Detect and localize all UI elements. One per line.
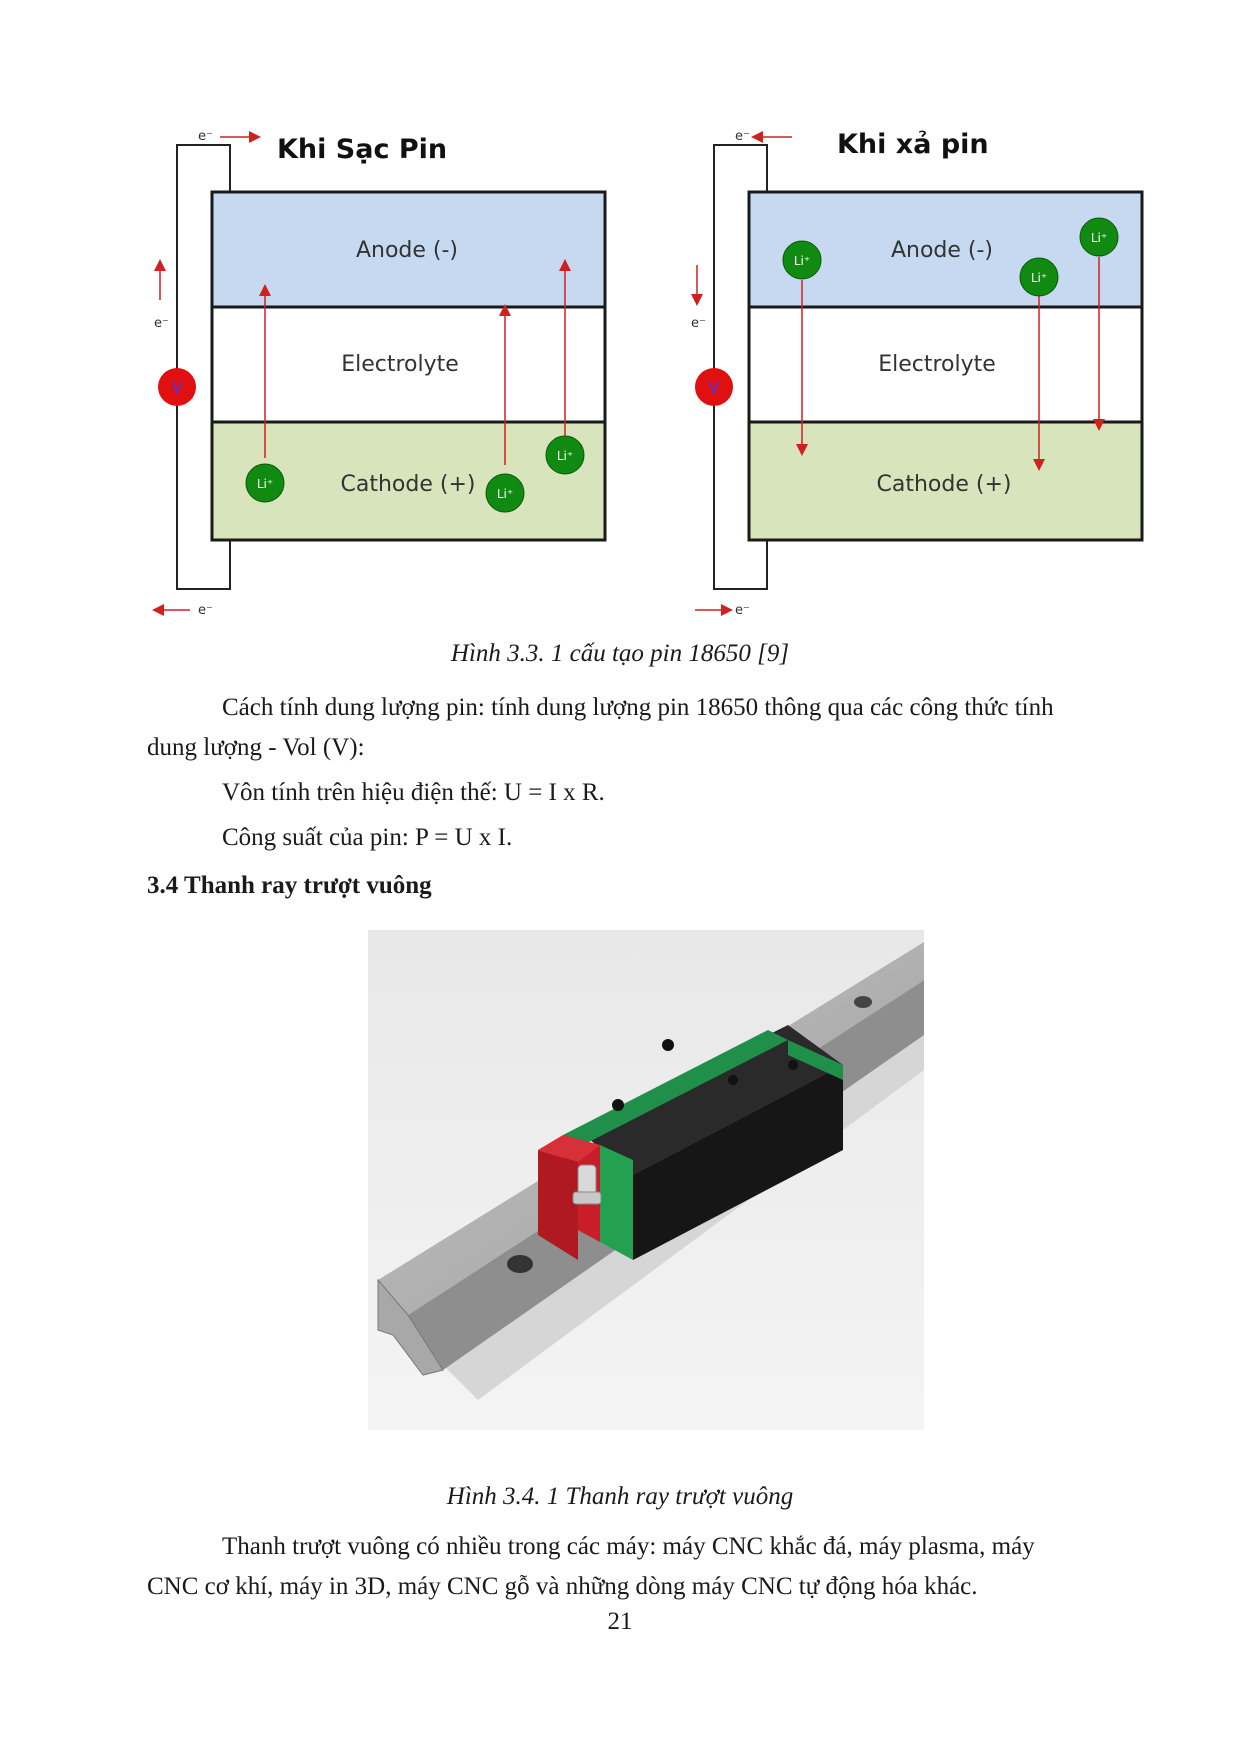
diagram-title: Khi Sạc Pin xyxy=(277,134,447,165)
lithium-ion-icon: Li⁺ xyxy=(1019,257,1059,297)
electron-label-side: e⁻ xyxy=(154,316,169,331)
electrolyte-label: Electrolyte xyxy=(341,352,459,377)
external-circuit-wire xyxy=(176,144,231,590)
diagram-discharging: e⁻ e⁻ e⁻ V Khi xả pin Anode (-) Electrol… xyxy=(687,115,1157,625)
linear-rail-photo xyxy=(368,930,924,1430)
electrolyte-label: Electrolyte xyxy=(878,352,996,377)
paragraph-line: CNC cơ khí, máy in 3D, máy CNC gỗ và nhữ… xyxy=(147,1573,978,1600)
voltmeter-label: V xyxy=(709,378,720,397)
svg-text:Li⁺: Li⁺ xyxy=(794,254,810,268)
diagram-title: Khi xả pin xyxy=(837,129,989,160)
lithium-ion-icon: Li⁺ xyxy=(245,463,285,503)
diagram-charging: e⁻ e⁻ e⁻ V Khi Sạc Pin Anode (-) Electro… xyxy=(150,115,620,625)
voltmeter-icon xyxy=(695,368,733,406)
voltmeter-label: V xyxy=(172,378,183,397)
paragraph-line: Cách tính dung lượng pin: tính dung lượn… xyxy=(222,694,1054,721)
cathode-layer xyxy=(747,420,1144,542)
page-number: 21 xyxy=(607,1608,633,1635)
svg-text:Li⁺: Li⁺ xyxy=(257,477,273,491)
voltmeter-icon xyxy=(158,368,196,406)
figure-caption: Hình 3.4. 1 Thanh ray trượt vuông xyxy=(446,1483,794,1510)
anode-layer xyxy=(210,190,607,309)
anode-label: Anode (-) xyxy=(356,238,458,263)
external-circuit-wire xyxy=(713,144,768,590)
lithium-ion-icon: Li⁺ xyxy=(545,435,585,475)
svg-text:Li⁺: Li⁺ xyxy=(1091,231,1107,245)
electrolyte-layer xyxy=(210,305,607,424)
section-heading: 3.4 Thanh ray trượt vuông xyxy=(147,872,432,899)
svg-text:Li⁺: Li⁺ xyxy=(1031,271,1047,285)
cathode-label: Cathode (+) xyxy=(341,472,476,497)
svg-text:Li⁺: Li⁺ xyxy=(557,449,573,463)
electron-label-bottom: e⁻ xyxy=(735,603,750,618)
figure-caption: Hình 3.3. 1 cấu tạo pin 18650 [9] xyxy=(450,640,790,667)
anode-label: Anode (-) xyxy=(891,238,993,263)
paragraph-line: dung lượng - Vol (V): xyxy=(147,734,365,761)
lithium-ion-icon: Li⁺ xyxy=(485,473,525,513)
svg-text:Li⁺: Li⁺ xyxy=(497,487,513,501)
formula-line: Vôn tính trên hiệu điện thế: U = I x R. xyxy=(222,779,605,806)
lithium-ion-icon: Li⁺ xyxy=(1079,217,1119,257)
electron-label-bottom: e⁻ xyxy=(198,603,213,618)
electron-label-side: e⁻ xyxy=(691,316,706,331)
electron-label-top: e⁻ xyxy=(735,129,750,144)
cathode-label: Cathode (+) xyxy=(877,472,1012,497)
formula-line: Công suất của pin: P = U x I. xyxy=(222,824,513,851)
paragraph-line: Thanh trượt vuông có nhiều trong các máy… xyxy=(222,1533,1035,1560)
lithium-ion-icon: Li⁺ xyxy=(782,240,822,280)
electron-label-top: e⁻ xyxy=(198,129,213,144)
